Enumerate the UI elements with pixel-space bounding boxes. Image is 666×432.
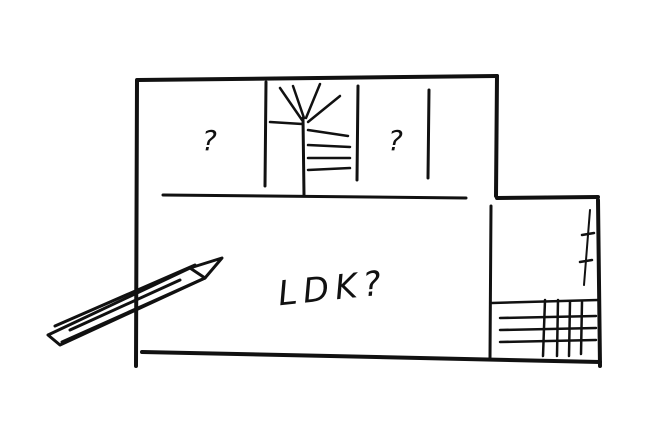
outer-walls <box>134 74 602 368</box>
extension-top-wall <box>495 195 600 200</box>
bottom-wall <box>140 350 602 364</box>
interior-wall-3 <box>355 84 360 182</box>
upper-right-wall <box>494 74 499 198</box>
room-label-upper-left: ? <box>202 124 217 157</box>
interior-wall-2 <box>301 116 306 197</box>
interior-wall-1 <box>263 80 268 188</box>
extension-inner-wall <box>488 204 493 360</box>
straight-stairs <box>490 209 600 358</box>
pencil-icon <box>46 256 224 347</box>
interior-horizontal-wall <box>161 193 468 200</box>
interior-walls <box>161 80 493 360</box>
left-wall <box>134 78 139 368</box>
spiral-stairs <box>268 82 352 172</box>
room-label-upper-right: ? <box>388 124 403 157</box>
interior-wall-4 <box>426 88 431 180</box>
top-wall <box>136 74 499 82</box>
room-label-ldk: LDK? <box>276 263 389 314</box>
extension-right-wall <box>596 198 602 368</box>
